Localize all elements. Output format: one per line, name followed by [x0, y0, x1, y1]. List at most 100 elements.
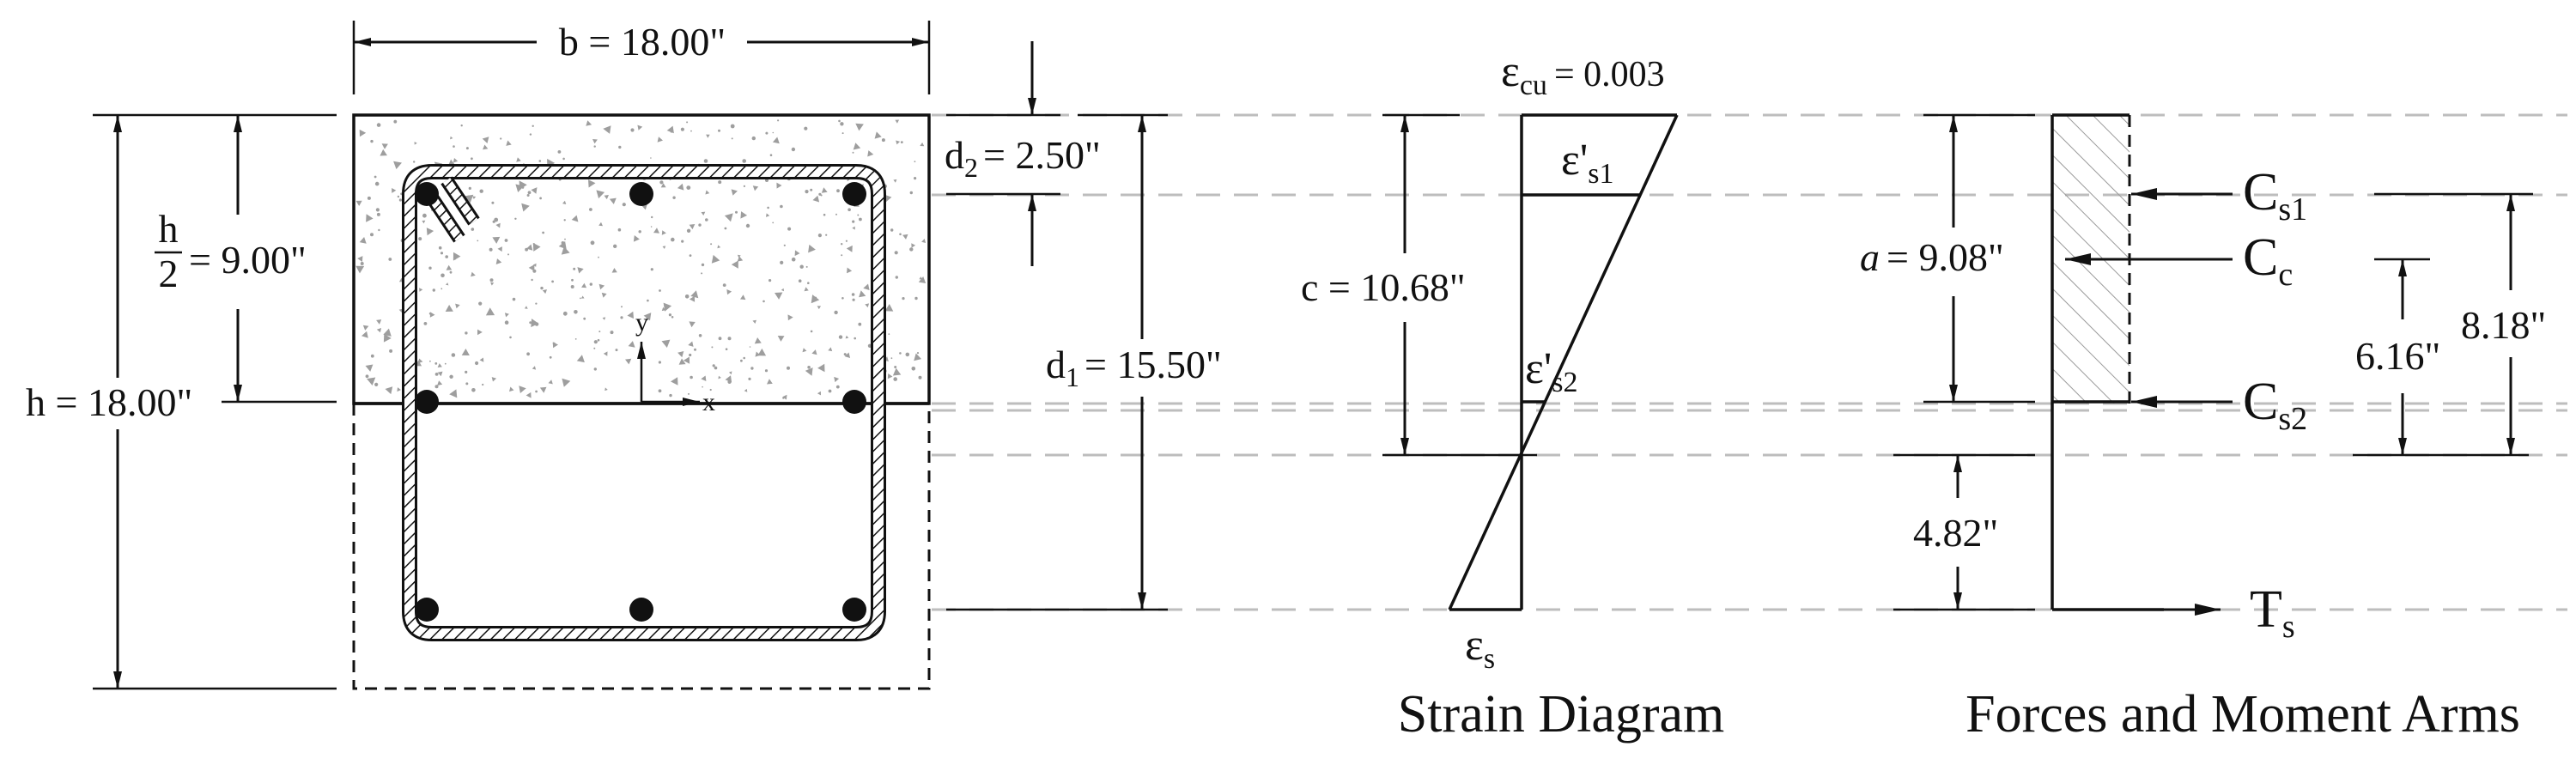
concrete-speckle — [524, 306, 528, 309]
concrete-speckle — [440, 273, 445, 278]
concrete-speckle — [453, 158, 459, 163]
concrete-speckle — [597, 338, 600, 342]
concrete-speckle — [449, 374, 453, 379]
concrete-speckle — [366, 214, 374, 222]
d1-label: d1= 15.50" — [1046, 343, 1222, 392]
concrete-speckle — [735, 210, 738, 214]
concrete-speckle — [701, 272, 703, 275]
concrete-speckle — [749, 346, 751, 348]
concrete-speckle — [893, 377, 897, 381]
concrete-speckle — [586, 120, 592, 126]
concrete-speckle — [558, 241, 567, 250]
concrete-speckle — [817, 363, 825, 373]
concrete-speckle — [475, 361, 479, 366]
concrete-speckle — [419, 288, 423, 292]
concrete-speckle — [677, 183, 684, 191]
concrete-speckle — [495, 222, 501, 228]
concrete-speckle — [397, 195, 400, 198]
concrete-speckle — [726, 289, 732, 295]
concrete-speckle — [678, 358, 686, 365]
ecu-label: εcu= 0.003 — [1501, 47, 1665, 101]
concrete-speckle — [465, 147, 469, 150]
concrete-speckle — [740, 211, 748, 219]
concrete-speckle — [703, 159, 708, 163]
concrete-speckle — [807, 366, 811, 369]
concrete-speckle — [787, 366, 790, 370]
guide-lines — [932, 113, 2567, 611]
concrete-speckle — [397, 387, 401, 392]
concrete-speckle — [890, 357, 893, 360]
concrete-speckle — [483, 144, 489, 150]
b-label: b = 18.00" — [559, 20, 726, 64]
concrete-speckle — [662, 246, 666, 249]
concrete-speckle — [580, 297, 581, 300]
concrete-speckle — [914, 161, 916, 163]
concrete-speckle — [701, 211, 706, 215]
concrete-speckle — [690, 290, 699, 299]
d2-label: d2= 2.50" — [945, 133, 1101, 183]
concrete-speckle — [859, 290, 866, 298]
concrete-speckle — [780, 204, 783, 209]
concrete-speckle — [389, 349, 393, 353]
concrete-speckle — [911, 367, 916, 371]
concrete-speckle — [495, 258, 502, 264]
concrete-speckle — [680, 127, 685, 131]
concrete-speckle — [730, 124, 735, 129]
concrete-speckle — [683, 356, 690, 364]
concrete-speckle — [920, 142, 925, 147]
concrete-speckle — [535, 302, 538, 305]
concrete-speckle — [743, 185, 746, 187]
concrete-speckle — [500, 137, 502, 140]
concrete-speckle — [440, 288, 443, 290]
concrete-speckle — [650, 157, 652, 159]
rebar-top-mid — [629, 182, 653, 206]
concrete-speckle — [836, 189, 840, 193]
concrete-speckle — [902, 234, 908, 240]
concrete-speckle — [638, 230, 641, 234]
concrete-speckle — [748, 377, 751, 380]
concrete-speckle — [561, 246, 570, 255]
concrete-speckle — [663, 302, 672, 312]
concrete-speckle — [504, 313, 509, 318]
arm3-label: 4.82" — [1913, 511, 1998, 555]
concrete-speckle — [361, 331, 368, 338]
concrete-speckle — [698, 334, 702, 337]
concrete-speckle — [718, 337, 722, 341]
concrete-speckle — [393, 119, 398, 124]
concrete-speckle — [918, 375, 922, 379]
concrete-speckle — [370, 354, 374, 358]
concrete-speckle — [423, 322, 428, 325]
half-h-dimension: h 2 = 9.00" — [155, 115, 307, 402]
concrete-speckle — [658, 361, 662, 364]
concrete-speckle — [460, 124, 463, 127]
concrete-speckle — [628, 341, 635, 348]
concrete-speckle — [392, 188, 397, 193]
concrete-speckle — [690, 375, 693, 379]
concrete-speckle — [552, 342, 558, 349]
concrete-speckle — [846, 245, 853, 252]
concrete-speckle — [375, 208, 380, 212]
concrete-speckle — [841, 254, 843, 257]
concrete-speckle — [376, 123, 381, 127]
concrete-speckle — [823, 213, 826, 216]
concrete-speckle — [844, 352, 851, 358]
concrete-speckle — [562, 157, 565, 161]
concrete-speckle — [593, 340, 598, 344]
concrete-speckle — [532, 243, 536, 246]
concrete-speckle — [722, 283, 726, 287]
concrete-speckle — [783, 244, 786, 246]
concrete-speckle — [689, 353, 692, 357]
concrete-speckle — [845, 335, 849, 339]
concrete-speckle — [911, 243, 916, 248]
concrete-speckle — [805, 367, 813, 376]
concrete-speckle — [598, 256, 599, 258]
concrete-speckle — [444, 362, 447, 365]
concrete-speckle — [825, 234, 828, 236]
cross-section: y x b = 18.00" h = 18.00" h 2 = — [26, 20, 1222, 690]
concrete-speckle — [737, 254, 741, 258]
concrete-speckle — [914, 296, 918, 300]
concrete-speckle — [466, 195, 471, 200]
concrete-speckle — [725, 375, 732, 383]
concrete-speckle — [507, 253, 509, 256]
